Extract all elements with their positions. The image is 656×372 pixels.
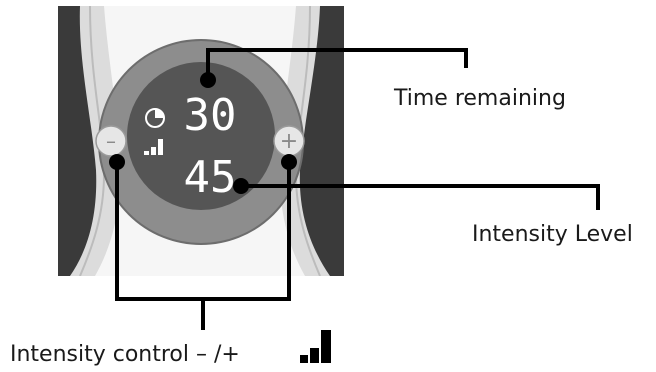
timer-icon	[145, 108, 165, 128]
time-remaining-label: Time remaining	[394, 86, 566, 111]
callout-lines	[115, 48, 600, 330]
intensity-callout-dot	[233, 178, 249, 194]
plus-button[interactable]: +	[273, 125, 305, 157]
display-screen	[127, 62, 275, 210]
minus-callout-dot	[109, 154, 125, 170]
plus-button-label: +	[280, 129, 298, 154]
time-value: 30	[184, 90, 237, 141]
intensity-value: 45	[184, 152, 237, 203]
time-callout-line	[206, 48, 468, 77]
plus-callout-dot	[281, 154, 297, 170]
callout-dots	[109, 72, 297, 194]
minus-button[interactable]: –	[95, 125, 127, 157]
intensity-bars-icon-large	[300, 330, 331, 363]
intensity-bars-icon	[144, 139, 163, 155]
minus-button-label: –	[106, 129, 116, 153]
intensity-control-label: Intensity control – /+	[10, 342, 240, 367]
time-callout-dot	[200, 72, 216, 88]
intensity-callout-line	[242, 184, 600, 210]
intensity-level-label: Intensity Level	[472, 222, 633, 247]
